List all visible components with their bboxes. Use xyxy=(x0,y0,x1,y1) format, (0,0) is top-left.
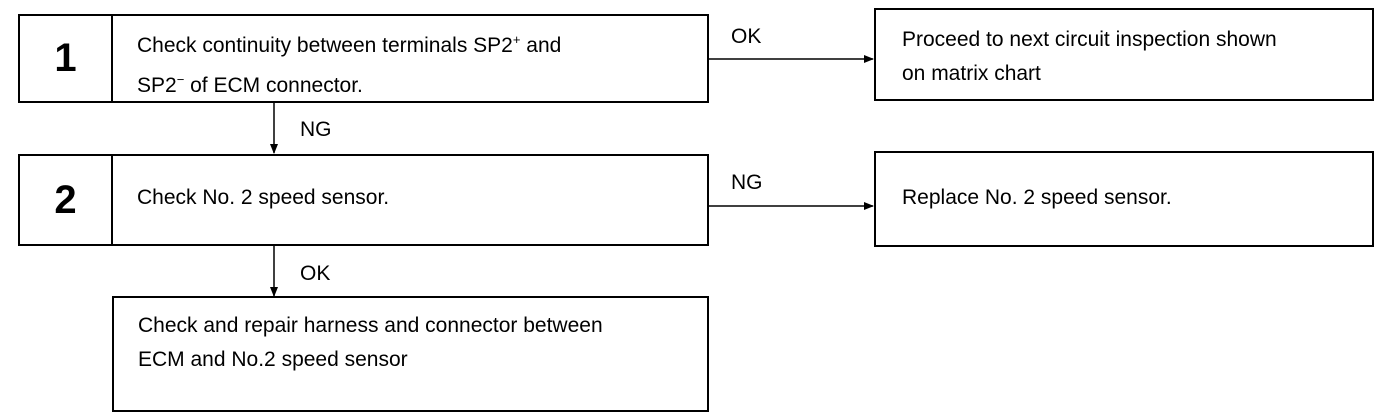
result-proceed-box: Proceed to next circuit inspection shown… xyxy=(874,8,1374,101)
label-step1-ok: OK xyxy=(731,25,762,48)
label-step2-ng: NG xyxy=(731,171,763,194)
label-step2-ok: OK xyxy=(300,262,331,285)
result-replace-text: Replace No. 2 speed sensor. xyxy=(902,186,1172,209)
step-1-box: 1 Check continuity between terminals SP2… xyxy=(18,14,709,103)
result-repair-box: Check and repair harness and connector b… xyxy=(112,296,709,412)
result-proceed-text: Proceed to next circuit inspection shown… xyxy=(902,28,1277,85)
result-repair-text: Check and repair harness and connector b… xyxy=(138,314,603,371)
step-1-text: Check continuity between terminals SP2+ … xyxy=(137,32,562,97)
step-2-number: 2 xyxy=(20,156,113,244)
label-step1-ng: NG xyxy=(300,118,332,141)
step-1-number: 1 xyxy=(20,16,113,101)
step-2-box: 2 Check No. 2 speed sensor. xyxy=(18,154,709,246)
step-2-text: Check No. 2 speed sensor. xyxy=(137,186,390,209)
result-replace-box: Replace No. 2 speed sensor. xyxy=(874,151,1374,247)
